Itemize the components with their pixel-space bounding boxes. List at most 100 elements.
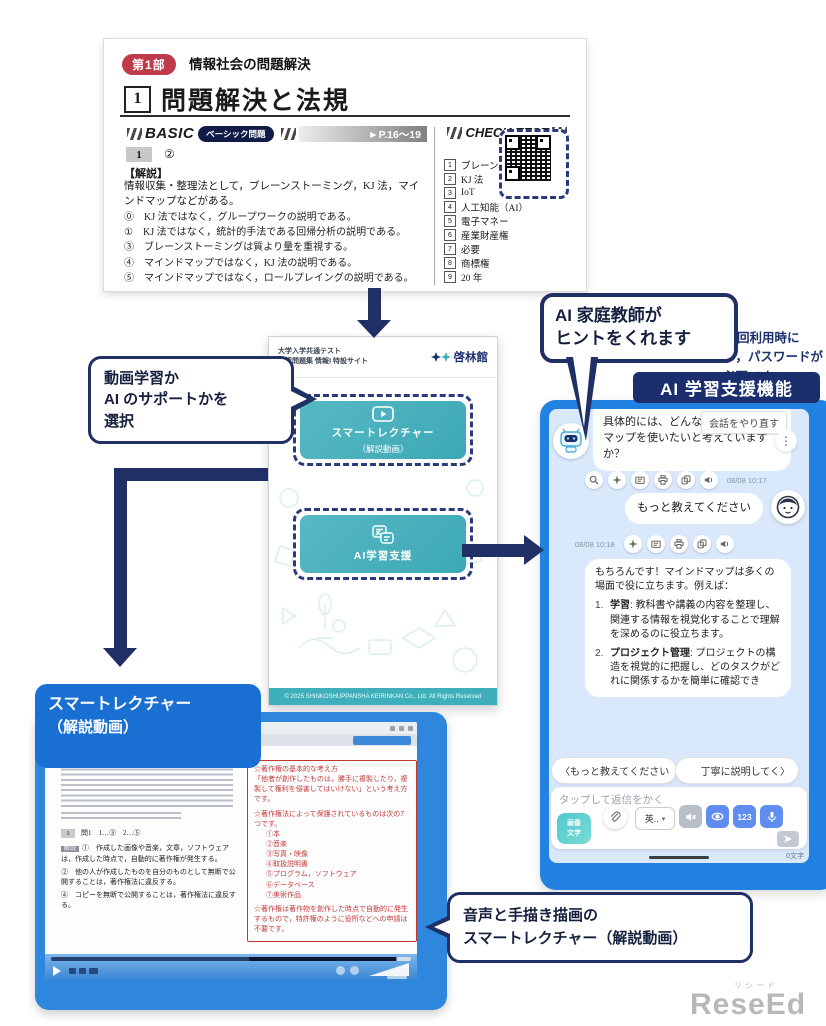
language-select[interactable]: 英..▾ (635, 807, 675, 830)
robot-icon (560, 428, 582, 453)
close-button[interactable] (408, 725, 413, 731)
qr-code (499, 129, 569, 199)
visibility-button[interactable] (706, 805, 729, 828)
basic-problem-badge: ベーシック問題 (198, 125, 274, 142)
heading-divider (120, 115, 570, 117)
keirinkan-logo-mark (430, 351, 451, 362)
note-card-icon[interactable] (631, 471, 649, 489)
kebab-menu-button[interactable]: ⋮ (775, 430, 797, 452)
user-avatar (771, 490, 805, 524)
chapter-title: 問題解決と法規 (161, 88, 351, 115)
progress-bar[interactable] (51, 957, 411, 961)
timestamp: 08/08 10:17 (727, 475, 767, 485)
print-icon[interactable] (669, 535, 688, 553)
video-section-label: スマートレクチャー （解説動画） (35, 684, 261, 768)
textbook-excerpt-card: 第1部 情報社会の問題解決 1 問題解決と法規 BASIC ベーシック問題 ►P… (103, 38, 587, 292)
video-controls (45, 954, 417, 980)
search-icon[interactable] (585, 471, 603, 489)
part-badge: 第1部 (122, 54, 176, 75)
control-button-blur[interactable] (89, 968, 98, 974)
paperclip-icon (610, 811, 621, 822)
muted-speaker-icon (685, 812, 696, 821)
lecture-button-outline: スマートレクチャー （解説動画） (293, 394, 473, 466)
background-illustration (274, 479, 484, 673)
watermark-text: ReseEd (690, 988, 807, 1021)
site-title: 大学入学共通テスト 対策問題集 情報Ⅰ 特設サイト (278, 347, 368, 366)
suggestion-chip[interactable]: 丁寧に説明してく〉 (675, 757, 799, 784)
suggestion-chip[interactable]: 〈もっと教えてください (551, 757, 677, 784)
question-number: 1 (126, 147, 152, 162)
callout-select-mode: 動画学習か AI のサポートかを 選択 (88, 356, 317, 444)
mic-button[interactable] (760, 805, 783, 828)
char-counter: 0文字 (786, 853, 804, 860)
control-button-blur[interactable] (79, 968, 86, 974)
kaisetsu-item: ① KJ 法ではなく，統計的手法である回帰分析の説明である。 (124, 227, 407, 239)
drag-handle[interactable] (649, 856, 709, 859)
chat-scroll-area[interactable]: 具体的には、どんな場面でマインドマップを使いたいと考えていますか？ 会話をやり直… (549, 409, 809, 863)
volume-slider[interactable] (369, 963, 409, 976)
send-button[interactable] (777, 831, 799, 847)
qr-finder (505, 166, 520, 181)
send-icon (783, 835, 793, 843)
illegible-text-blur (61, 812, 181, 822)
message-actions-row: 08/08 10:17 (585, 471, 767, 489)
basic-label: BASIC (145, 125, 195, 142)
chapter-number: 1 (124, 85, 151, 113)
copy-icon[interactable] (692, 535, 711, 553)
arrow-to-chat (462, 544, 526, 557)
sparkle-icon[interactable] (608, 471, 626, 489)
eye-icon (711, 812, 724, 821)
callout-ai-tutor: AI 家庭教師が ヒントをくれます (540, 293, 738, 441)
callout-tail-inner (434, 920, 450, 934)
numeric-keypad-button[interactable]: 123 (733, 805, 756, 828)
speaker-icon[interactable] (700, 471, 718, 489)
stripe-decoration (280, 127, 296, 140)
mute-button[interactable] (679, 805, 702, 828)
attach-button[interactable] (603, 805, 627, 829)
copy-icon[interactable] (677, 471, 695, 489)
qr-finder (536, 135, 551, 150)
time-display-blur (387, 976, 407, 979)
ai-message-2-intro: もちろんです！マインドマップは多くの場面で役に立ちます。例えば： (595, 567, 775, 593)
kaisetsu-list: ⓪ KJ 法ではなく，グループワークの説明である。 ① KJ 法ではなく，統計的… (124, 210, 429, 286)
basic-page-ref: ►P.16～19 (298, 125, 427, 142)
play-button[interactable] (53, 966, 61, 976)
image-to-text-button[interactable]: 画像文字 (557, 813, 591, 844)
phone-footer-copyright: © 2025 SHINKOSHUPPANSHA KEIRINKAN Co., L… (269, 688, 497, 705)
speaker-icon[interactable] (715, 535, 734, 553)
smart-lecture-button[interactable]: スマートレクチャー （解説動画） (300, 401, 466, 459)
control-button-blur[interactable] (69, 968, 76, 974)
maximize-button[interactable] (399, 725, 404, 731)
kaisetsu-item: ⓪ KJ 法ではなく，グループワークの説明である。 (124, 212, 357, 223)
qr-pattern (505, 135, 551, 181)
ai-message-2: もちろんです！マインドマップは多くの場面で役に立ちます。例えば： 1.学習: 教… (585, 559, 791, 697)
ai-message-2-item: 1.学習: 教科書や講義の内容を整理し、関連する情報を視覚化することで理解を深め… (595, 600, 780, 640)
minimize-button[interactable] (390, 725, 395, 731)
toolbar-button[interactable] (353, 735, 411, 745)
note-card-icon[interactable] (646, 535, 665, 553)
stripe-decoration (447, 126, 463, 139)
reply-input[interactable]: タップして返信をかく (559, 794, 664, 806)
phone-body: スマートレクチャー （解説動画） AI学習支援 (269, 378, 497, 688)
kaisetsu-item: ④ マインドマップではなく，KJ 法の説明である。 (124, 257, 358, 269)
sparkle-icon[interactable] (623, 535, 642, 553)
phone-site-header: 大学入学共通テスト 対策問題集 情報Ⅰ 特設サイト 啓林館 (269, 337, 497, 378)
question-answer: ② (164, 147, 175, 161)
kaisetsu-badge: 解説 (61, 846, 80, 852)
play-video-icon (372, 405, 394, 422)
zoom-out-button[interactable] (336, 966, 345, 975)
zoom-in-button[interactable] (350, 966, 359, 975)
ai-chat-panel: 具体的には、どんな場面でマインドマップを使いたいと考えていますか？ 会話をやり直… (540, 400, 826, 890)
ai-avatar (553, 423, 589, 459)
print-icon[interactable] (654, 471, 672, 489)
restart-conversation-button[interactable]: 会話をやり直す (701, 411, 787, 434)
ai-support-button[interactable]: AI学習支援 (300, 515, 466, 573)
stripe-decoration (127, 127, 142, 140)
